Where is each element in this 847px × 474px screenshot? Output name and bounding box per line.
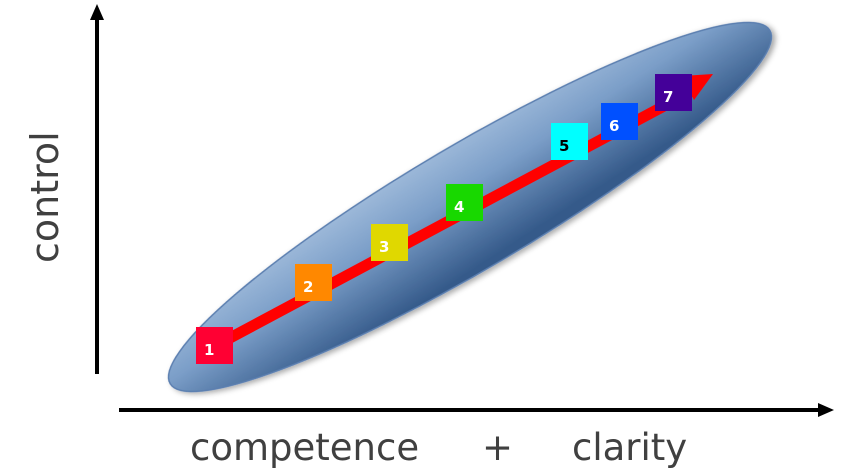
step-box-7: 7 xyxy=(655,74,692,111)
step-box-4: 4 xyxy=(446,184,483,221)
step-box-1: 1 xyxy=(196,327,233,364)
step-box-3: 3 xyxy=(371,224,408,261)
x-axis-label-plus: + xyxy=(482,426,514,469)
y-axis-label: control xyxy=(23,131,67,263)
y-axis-arrow-icon xyxy=(90,4,104,20)
x-axis-label-competence: competence xyxy=(190,426,420,469)
x-axis-arrow-icon xyxy=(818,403,834,417)
step-box-6: 6 xyxy=(601,103,638,140)
step-box-5: 5 xyxy=(551,123,588,160)
x-axis-label-clarity: clarity xyxy=(572,426,688,469)
step-box-2: 2 xyxy=(295,264,332,301)
